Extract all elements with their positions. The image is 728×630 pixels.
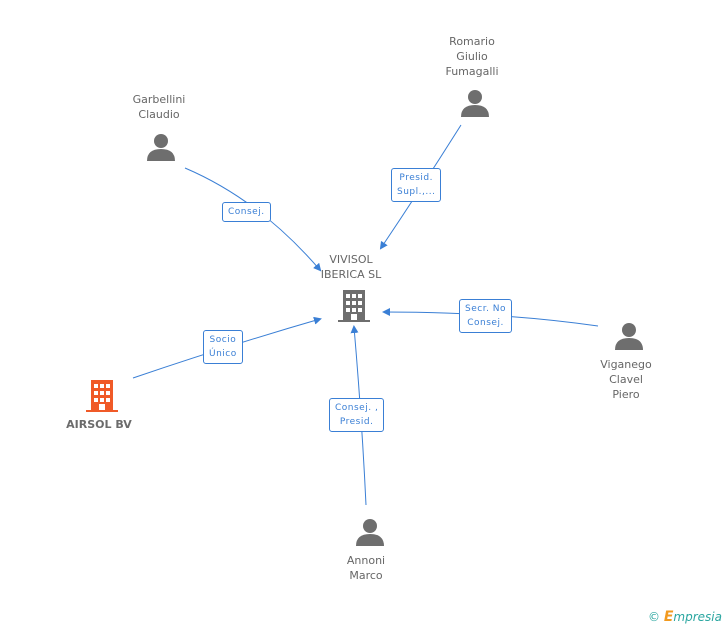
edge-label-socio-unico[interactable]: Socio Único [203, 330, 243, 364]
person-icon [461, 90, 489, 117]
edge-label-consej[interactable]: Consej. [222, 202, 271, 222]
edge-label-consej-presid[interactable]: Consej. , Presid. [329, 398, 385, 432]
node-label-garbellini-claudio[interactable]: Garbellini Claudio [132, 93, 186, 121]
edge-label-presid-supl[interactable]: Presid. Supl.,... [391, 168, 442, 202]
node-label-vivisol-iberica[interactable]: VIVISOL IBERICA SL [320, 253, 382, 281]
brand-name: mpresia [673, 610, 722, 624]
node-label-viganego-clavel-piero[interactable]: Viganego Clavel Piero [600, 358, 652, 401]
person-icon [615, 323, 643, 350]
building-icon [338, 290, 370, 322]
person-icon [147, 134, 175, 161]
node-label-airsol-bv[interactable]: AIRSOL BV [66, 418, 132, 431]
copyright-symbol: © [648, 610, 660, 624]
node-label-annoni-marco[interactable]: Annoni Marco [346, 554, 386, 582]
footer-credit[interactable]: © Empresia [648, 609, 722, 625]
edge-label-secr-no-consej[interactable]: Secr. No Consej. [459, 299, 513, 333]
person-icon [356, 519, 384, 546]
brand-logo-initial: E [663, 609, 674, 625]
building-icon [86, 380, 118, 412]
node-label-romario-giulio-fumagalli[interactable]: Romario Giulio Fumagalli [445, 35, 499, 78]
